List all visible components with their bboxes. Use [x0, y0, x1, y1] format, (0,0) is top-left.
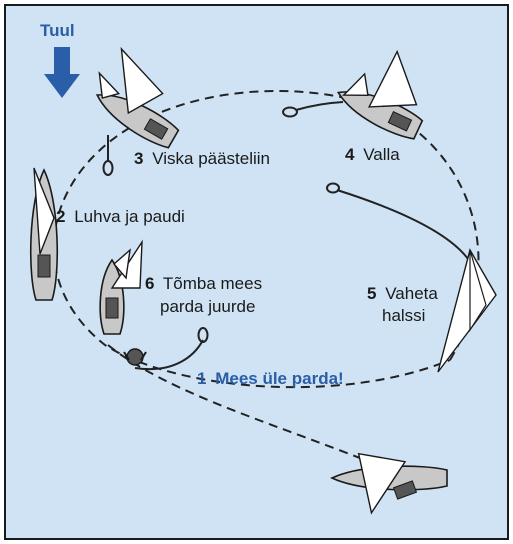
- step-number: 5: [367, 284, 376, 303]
- step-text: Vaheta: [385, 284, 438, 303]
- boat-cockpit: [143, 118, 169, 140]
- step-text: Tõmba mees: [163, 274, 262, 293]
- boat-sail: [33, 167, 55, 255]
- step-text: Viska päästeliin: [152, 149, 270, 168]
- boat-sail: [357, 452, 407, 515]
- boat-step-5: [437, 248, 497, 373]
- boat-jib: [98, 71, 121, 99]
- heaving-line-ring: [197, 327, 209, 343]
- heaving-line-ring: [102, 160, 114, 176]
- boat-jib: [342, 72, 369, 97]
- arrow-down-icon: [44, 47, 80, 98]
- heaving-line: [336, 189, 473, 266]
- step-text: Valla: [363, 145, 400, 164]
- boat-jib: [469, 249, 487, 333]
- boat-sail: [120, 46, 164, 115]
- step-label-2: 2 Luhva ja paudi: [56, 207, 185, 226]
- step-number: 6: [145, 274, 154, 293]
- person-overboard-icon: [123, 348, 147, 366]
- boat-sail: [437, 248, 497, 373]
- diagram-frame: [4, 4, 509, 540]
- step-label-6: 6 Tõmba mees: [145, 274, 262, 293]
- boat-cockpit: [37, 254, 51, 278]
- step-text: Mees üle parda!: [215, 369, 344, 388]
- step-label-5: 5 Vaheta: [367, 284, 438, 303]
- heaving-line: [295, 101, 344, 111]
- boat-cockpit: [392, 480, 418, 500]
- boat-step-4: [337, 49, 424, 140]
- step-label-6-line-2: parda juurde: [160, 297, 255, 316]
- wind-label: Tuul: [40, 21, 75, 40]
- throw-lines: [102, 101, 473, 371]
- boat-step-6: [99, 239, 143, 335]
- boat-cockpit: [105, 297, 119, 319]
- step-number: 2: [56, 207, 65, 226]
- heaving-line: [134, 339, 204, 371]
- step-text: Luhva ja paudi: [74, 207, 185, 226]
- sailing-track-loop: [52, 90, 480, 389]
- boat-cockpit: [387, 110, 413, 132]
- boat-jib: [113, 248, 131, 280]
- step-label-4: 4 Valla: [345, 145, 400, 164]
- wind-indicator: Tuul: [40, 21, 80, 98]
- boat-step-2: [29, 167, 59, 301]
- step-number: 4: [345, 145, 355, 164]
- step-number: 1: [197, 369, 206, 388]
- boat-step-3: [95, 46, 180, 149]
- boat-sail: [367, 49, 418, 108]
- heaving-line-ring: [326, 182, 340, 194]
- step-label-1: 1 Mees üle parda!: [197, 369, 344, 388]
- step-label-3: 3 Viska päästeliin: [134, 149, 270, 168]
- step-label-5-line-2: halssi: [382, 306, 425, 325]
- boat-approach: [330, 452, 448, 515]
- heaving-line-ring: [282, 106, 298, 118]
- step-number: 3: [134, 149, 143, 168]
